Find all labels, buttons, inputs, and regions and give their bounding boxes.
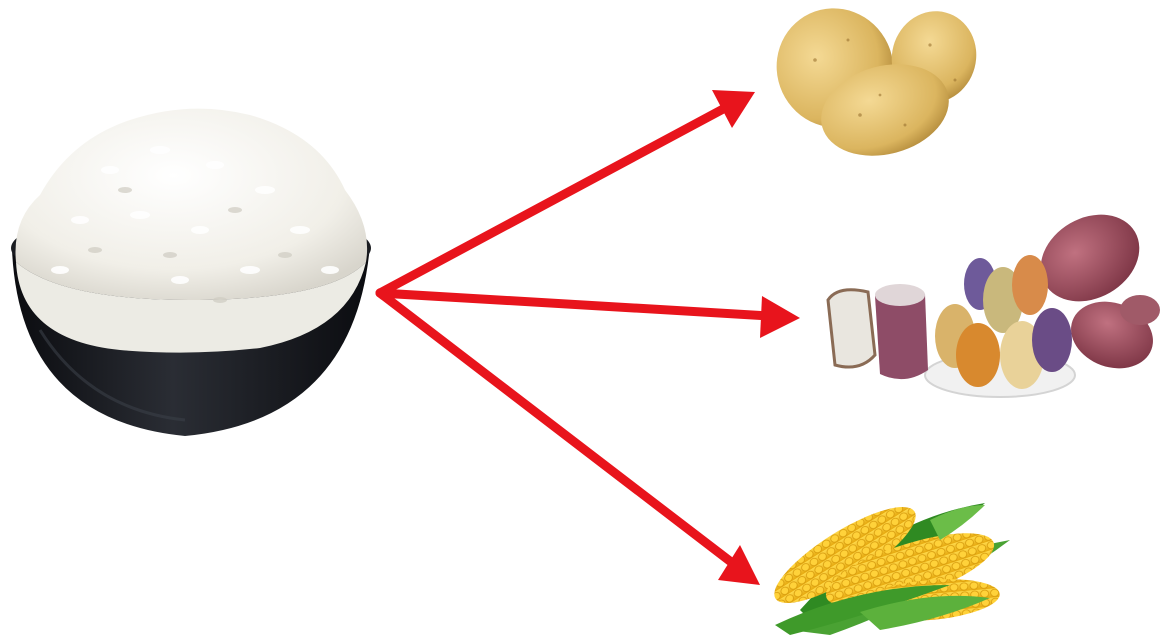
arrow-group <box>380 90 800 585</box>
arrow-to-potatoes <box>380 90 755 293</box>
potatoes-image <box>757 0 986 169</box>
arrow-to-corn <box>380 293 760 585</box>
taro-sweet-potatoes-image <box>828 197 1160 397</box>
arrow-to-taro <box>380 293 800 338</box>
corn-image <box>763 491 1010 635</box>
rice-bowl-image <box>11 109 371 436</box>
